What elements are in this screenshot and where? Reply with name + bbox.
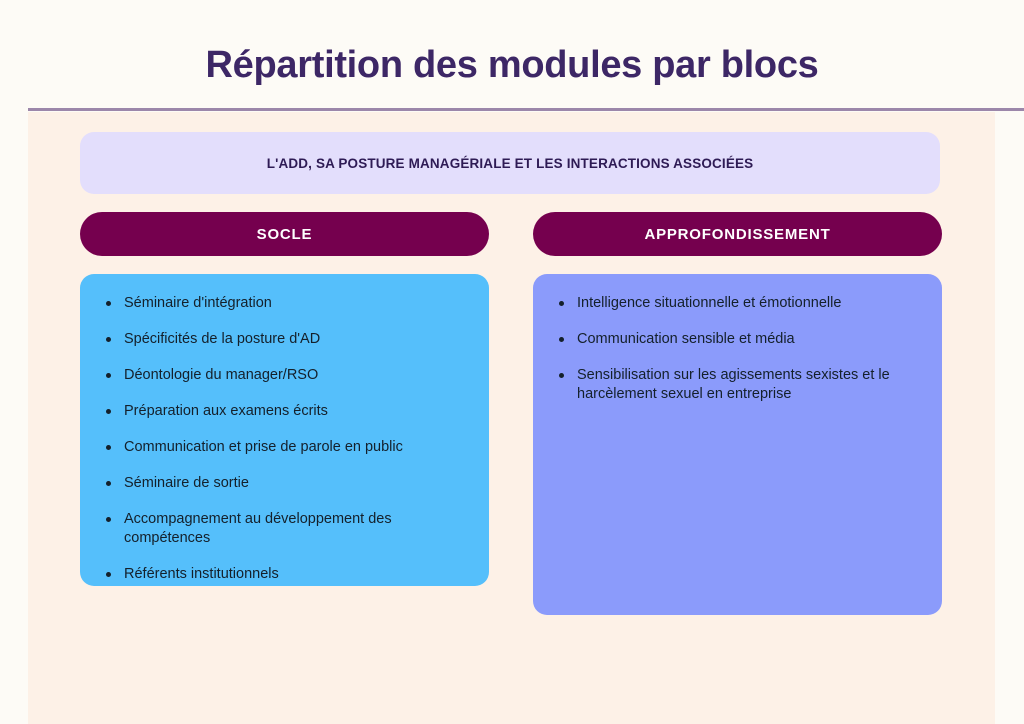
bullet-icon bbox=[559, 373, 564, 378]
list-item: Spécificités de la posture d'AD bbox=[102, 330, 467, 349]
list-item: Préparation aux examens écrits bbox=[102, 402, 467, 421]
list-item: Déontologie du manager/RSO bbox=[102, 366, 467, 385]
module-list-approfondissement: Intelligence situationnelle et émotionne… bbox=[555, 294, 920, 404]
bullet-icon bbox=[559, 337, 564, 342]
list-item: Sensibilisation sur les agissements sexi… bbox=[555, 366, 920, 404]
list-item: Accompagnement au développement des comp… bbox=[102, 510, 467, 548]
bullet-icon bbox=[106, 572, 111, 577]
bullet-icon bbox=[106, 373, 111, 378]
title-divider bbox=[28, 108, 1024, 111]
bullet-icon bbox=[106, 409, 111, 414]
list-item-label: Communication et prise de parole en publ… bbox=[124, 439, 403, 455]
list-item-label: Séminaire d'intégration bbox=[124, 295, 272, 311]
list-item-label: Référents institutionnels bbox=[124, 566, 279, 582]
list-item-label: Séminaire de sortie bbox=[124, 475, 249, 491]
module-panel-socle: Séminaire d'intégration Spécificités de … bbox=[80, 274, 489, 586]
module-panel-approfondissement: Intelligence situationnelle et émotionne… bbox=[533, 274, 942, 615]
bullet-icon bbox=[559, 301, 564, 306]
bullet-icon bbox=[106, 445, 111, 450]
bullet-icon bbox=[106, 481, 111, 486]
page-title: Répartition des modules par blocs bbox=[205, 44, 819, 86]
column-heading-socle-label: SOCLE bbox=[256, 225, 313, 243]
list-item-label: Accompagnement au développement des comp… bbox=[124, 511, 392, 546]
bullet-icon bbox=[106, 337, 111, 342]
column-heading-socle[interactable]: SOCLE bbox=[80, 212, 489, 256]
list-item: Séminaire d'intégration bbox=[102, 294, 467, 313]
column-approfondissement: APPROFONDISSEMENT Intelligence situation… bbox=[533, 212, 942, 615]
column-heading-approfondissement[interactable]: APPROFONDISSEMENT bbox=[533, 212, 942, 256]
module-list-socle: Séminaire d'intégration Spécificités de … bbox=[102, 294, 467, 584]
bullet-icon bbox=[106, 517, 111, 522]
list-item-label: Sensibilisation sur les agissements sexi… bbox=[577, 367, 890, 402]
header-banner: L'ADD, SA POSTURE MANAGÉRIALE ET LES INT… bbox=[80, 132, 940, 194]
column-socle: SOCLE Séminaire d'intégration Spécificit… bbox=[80, 212, 489, 586]
list-item: Communication et prise de parole en publ… bbox=[102, 438, 467, 457]
list-item: Communication sensible et média bbox=[555, 330, 920, 349]
list-item-label: Communication sensible et média bbox=[577, 331, 795, 347]
list-item-label: Déontologie du manager/RSO bbox=[124, 367, 319, 383]
list-item-label: Spécificités de la posture d'AD bbox=[124, 331, 321, 347]
list-item-label: Intelligence situationnelle et émotionne… bbox=[577, 295, 842, 311]
list-item: Intelligence situationnelle et émotionne… bbox=[555, 294, 920, 313]
bullet-icon bbox=[106, 301, 111, 306]
list-item: Séminaire de sortie bbox=[102, 474, 467, 493]
header-banner-label: L'ADD, SA POSTURE MANAGÉRIALE ET LES INT… bbox=[266, 155, 754, 171]
column-heading-approfondissement-label: APPROFONDISSEMENT bbox=[644, 225, 831, 243]
list-item-label: Préparation aux examens écrits bbox=[124, 403, 328, 419]
list-item: Référents institutionnels bbox=[102, 565, 467, 584]
